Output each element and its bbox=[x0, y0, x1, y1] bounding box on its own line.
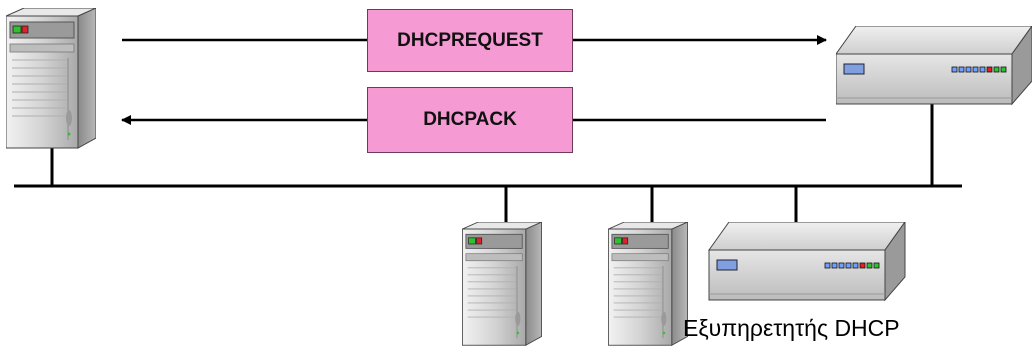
router-top-network-switch-icon bbox=[836, 26, 1032, 105]
dhcpack-label: DHCPACK bbox=[423, 109, 517, 130]
dhcpack-message: DHCPACK bbox=[367, 87, 573, 153]
message-arrows bbox=[121, 35, 827, 125]
network-links bbox=[14, 104, 962, 224]
dhcprequest-label: DHCPREQUEST bbox=[397, 29, 543, 51]
host-2-server-tower-icon bbox=[608, 222, 688, 346]
host-1-server-tower-icon bbox=[462, 222, 542, 346]
dhcp-server-network-switch-icon bbox=[708, 222, 906, 301]
dhcp-server-label: Εξυπηρετητής DHCP bbox=[683, 315, 900, 341]
dhcprequest-message: DHCPREQUEST bbox=[367, 9, 573, 72]
client-pc-server-tower-icon bbox=[6, 8, 96, 149]
